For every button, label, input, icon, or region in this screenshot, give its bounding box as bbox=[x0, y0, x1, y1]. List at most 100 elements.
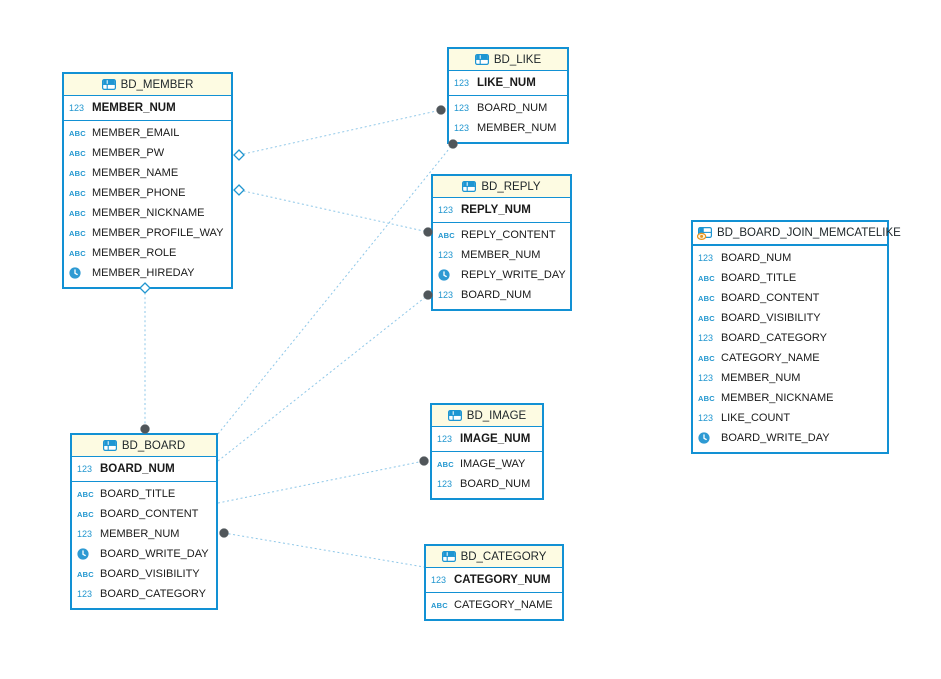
column-name: BOARD_NUM bbox=[721, 252, 792, 264]
number-type-icon: 123 bbox=[454, 78, 470, 88]
text-type-icon: ABC bbox=[77, 509, 94, 519]
text-type-icon: ABC bbox=[77, 569, 94, 579]
relationship-bd_member-bd_reply[interactable] bbox=[238, 189, 429, 233]
column-name: BOARD_WRITE_DAY bbox=[721, 432, 830, 444]
entity-header[interactable]: BD_MEMBER bbox=[64, 74, 231, 96]
datetime-type-icon bbox=[438, 269, 461, 281]
relationship-bd_board-bd_image[interactable] bbox=[217, 460, 425, 504]
text-type-icon: ABC bbox=[69, 208, 86, 218]
entity-title: BD_BOARD bbox=[121, 439, 186, 452]
number-type-icon: 123 bbox=[437, 434, 453, 444]
number-type-icon: 123 bbox=[698, 253, 714, 263]
entity-header[interactable]: BD_BOARD_JOIN_MEMCATELIKE bbox=[693, 222, 901, 246]
entity-bd_board_join_memcatelike[interactable]: BD_BOARD_JOIN_MEMCATELIKE 123 BOARD_NUM ABC… bbox=[691, 220, 901, 454]
column-row-board_visibility[interactable]: ABC BOARD_VISIBILITY bbox=[72, 564, 216, 584]
relationship-bd_board-bd_reply[interactable] bbox=[217, 294, 429, 462]
text-type-icon: ABC bbox=[698, 293, 715, 303]
text-type-icon: ABC bbox=[438, 230, 455, 240]
column-name: BOARD_WRITE_DAY bbox=[100, 548, 209, 560]
column-name: MEMBER_NUM bbox=[100, 528, 180, 540]
entity-header[interactable]: BD_CATEGORY bbox=[426, 546, 562, 568]
entity-header[interactable]: BD_REPLY bbox=[433, 176, 570, 198]
entity-title: BD_BOARD_JOIN_MEMCATELIKE bbox=[717, 227, 901, 239]
column-row-board_num[interactable]: 123 BOARD_NUM bbox=[693, 248, 887, 268]
number-type-icon: 123 bbox=[698, 413, 714, 423]
column-name: BOARD_NUM bbox=[461, 289, 532, 301]
column-row-reply_write_day[interactable]: REPLY_WRITE_DAY bbox=[433, 265, 570, 285]
entity-header[interactable]: BD_IMAGE bbox=[432, 405, 542, 427]
number-type-icon: 123 bbox=[77, 464, 93, 474]
column-name: MEMBER_NUM bbox=[721, 372, 801, 384]
column-row-member_hireday[interactable]: MEMBER_HIREDAY bbox=[64, 263, 231, 283]
entity-header[interactable]: BD_LIKE bbox=[449, 49, 567, 71]
column-row-member_num[interactable]: 123 MEMBER_NUM bbox=[693, 368, 887, 388]
entity-header[interactable]: BD_BOARD bbox=[72, 435, 216, 457]
relationship-bd_member-bd_like[interactable] bbox=[238, 109, 442, 156]
column-name: IMAGE_WAY bbox=[460, 458, 526, 470]
number-type-icon: 123 bbox=[438, 250, 454, 260]
entity-title: BD_REPLY bbox=[481, 180, 541, 193]
number-type-icon: 123 bbox=[698, 373, 714, 383]
diamond-marker bbox=[233, 149, 245, 161]
relationship-bd_board-bd_like[interactable] bbox=[217, 143, 454, 435]
table-icon bbox=[101, 79, 116, 90]
column-name: BOARD_VISIBILITY bbox=[100, 568, 200, 580]
column-row-board_write_day[interactable]: BOARD_WRITE_DAY bbox=[72, 544, 216, 564]
column-row-board_write_day[interactable]: BOARD_WRITE_DAY bbox=[693, 428, 887, 448]
text-type-icon: ABC bbox=[69, 148, 86, 158]
relationship-bd_board-bd_category[interactable] bbox=[223, 532, 425, 568]
number-type-icon: 123 bbox=[69, 103, 85, 113]
circle-marker bbox=[419, 456, 429, 466]
view-icon bbox=[697, 226, 712, 240]
column-name: BOARD_CATEGORY bbox=[100, 588, 206, 600]
